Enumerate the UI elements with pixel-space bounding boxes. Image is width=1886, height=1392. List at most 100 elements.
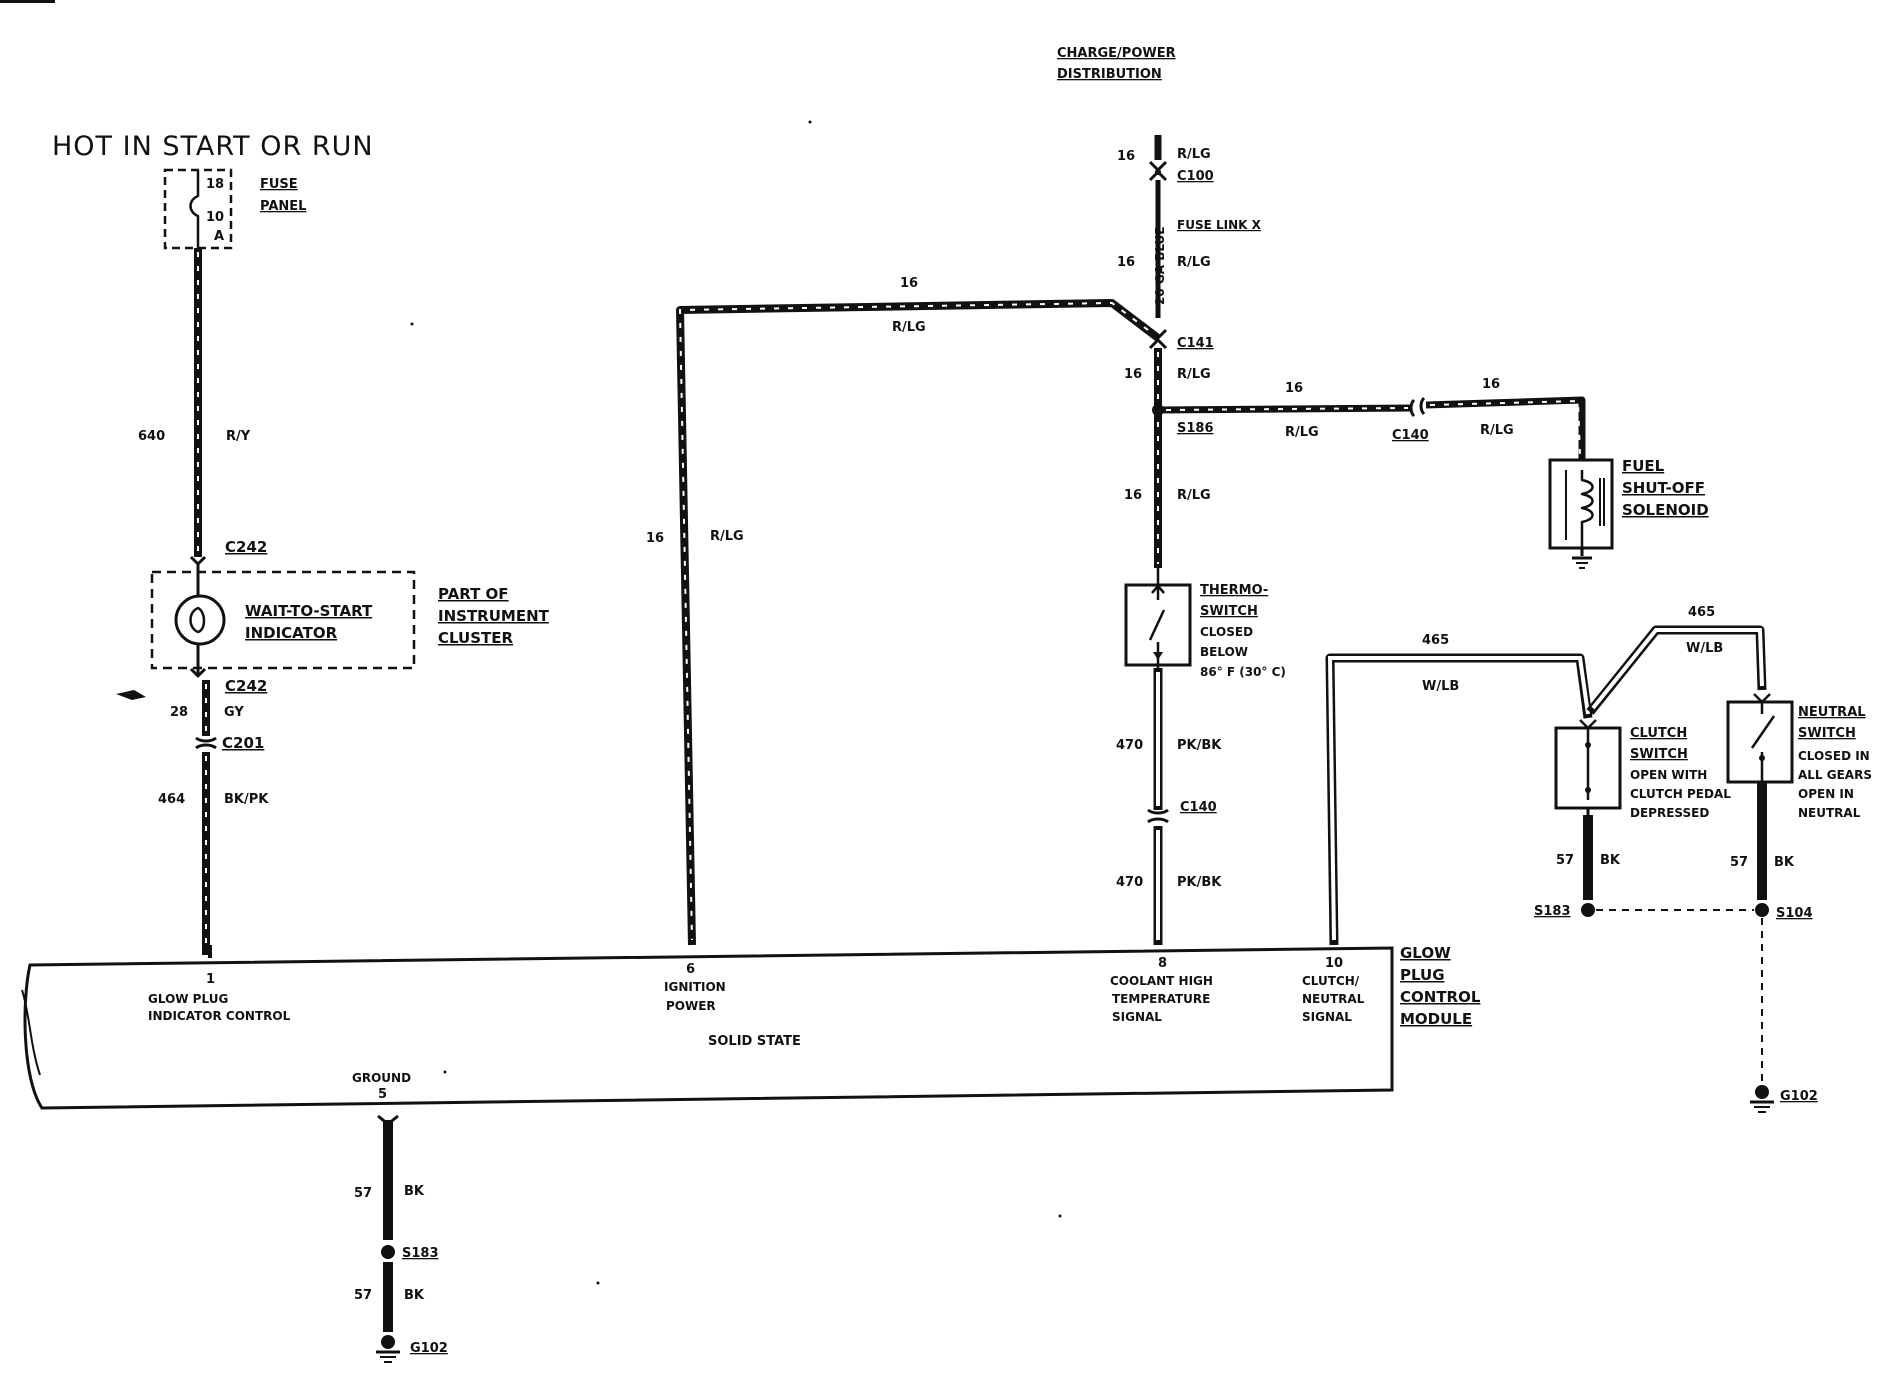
thermo-w1-color: PK/BK <box>1177 738 1222 753</box>
fuse-unit: A <box>214 229 224 244</box>
wire-465-w-lb <box>1325 625 1767 946</box>
link-gauge-label: 20 GA BLUE <box>1153 227 1167 306</box>
sol-a-color: R/LG <box>1285 425 1319 440</box>
connector-c100-dot <box>1155 169 1161 175</box>
thermo-w2-num: 470 <box>1116 875 1143 890</box>
cluster-label-1: PART OF <box>438 585 509 603</box>
module-name-1: GLOW <box>1400 944 1451 962</box>
ign-wire-num: 16 <box>646 531 664 546</box>
pin10-label-2: NEUTRAL <box>1302 992 1365 1006</box>
instrument-cluster-box <box>150 564 416 676</box>
cluster-label-2: INSTRUMENT <box>438 607 550 625</box>
connector-c242-bottom-icon <box>189 667 207 678</box>
s104-label: S104 <box>1776 906 1813 921</box>
clutch-desc-1: OPEN WITH <box>1630 768 1707 782</box>
feed-w2-num: 16 <box>1117 255 1135 270</box>
cn-b-color: W/LB <box>1686 641 1723 656</box>
clutch-label-1: CLUTCH <box>1630 726 1687 741</box>
wire-ignition-power <box>676 299 1161 946</box>
thermo-w1-num: 470 <box>1116 738 1143 753</box>
module-name-4: MODULE <box>1400 1010 1472 1028</box>
speck <box>410 322 414 326</box>
feed-w1-color: R/LG <box>1177 147 1211 162</box>
c141-label: C141 <box>1177 336 1214 351</box>
clutch-label-2: SWITCH <box>1630 747 1688 762</box>
clutch-desc-3: DEPRESSED <box>1630 806 1709 820</box>
neutral-label-2: SWITCH <box>1798 726 1856 741</box>
gnd-w2-color: BK <box>404 1288 425 1303</box>
ground-g102-bottom-icon <box>376 1335 400 1363</box>
corner-mark <box>0 0 55 3</box>
wire-464-color: BK/PK <box>224 792 269 807</box>
solenoid-label-3: SOLENOID <box>1622 501 1709 519</box>
cn-a-num: 465 <box>1422 633 1449 648</box>
feed-w3-color: R/LG <box>1177 367 1211 382</box>
g102-right-label: G102 <box>1780 1089 1818 1104</box>
pin8-label-3: SIGNAL <box>1112 1010 1162 1024</box>
fuse-panel-label-2: PANEL <box>260 199 306 214</box>
speck <box>1058 1214 1062 1218</box>
thermo-desc-2: BELOW <box>1200 645 1248 659</box>
wire-28-num: 28 <box>170 705 188 720</box>
speck <box>596 1281 600 1285</box>
neutral-switch-icon <box>1726 693 1794 784</box>
ign-wire-color: R/LG <box>710 529 744 544</box>
indicator-lamp-icon <box>174 594 226 646</box>
neutral-57-num: 57 <box>1730 855 1748 870</box>
thermo-desc-1: CLOSED <box>1200 625 1253 639</box>
cn-b-num: 465 <box>1688 605 1715 620</box>
solid-state-label: SOLID STATE <box>708 1034 801 1049</box>
feed-w4-color: R/LG <box>1177 488 1211 503</box>
clutch-switch-icon <box>1554 719 1622 815</box>
pin6-label-2: POWER <box>666 999 716 1013</box>
top-wire-num: 16 <box>900 276 918 291</box>
sol-b-num: 16 <box>1482 377 1500 392</box>
indicator-label-2: INDICATOR <box>245 624 338 642</box>
ground-g102-right-icon <box>1750 1085 1774 1113</box>
neutral-desc-3: OPEN IN <box>1798 787 1854 801</box>
charge-power-label-1: CHARGE/POWER <box>1057 46 1176 61</box>
feed-w2-color: R/LG <box>1177 255 1211 270</box>
neutral-desc-2: ALL GEARS <box>1798 768 1872 782</box>
top-wire-color: R/LG <box>892 320 926 335</box>
thermo-desc-3: 86° F (30° C) <box>1200 665 1286 679</box>
clutch-57-num: 57 <box>1556 853 1574 868</box>
wire-640-color: R/Y <box>226 429 251 444</box>
pin1-label-2: INDICATOR CONTROL <box>148 1009 291 1023</box>
clutch-57-color: BK <box>1600 853 1621 868</box>
neutral-desc-4: NEUTRAL <box>1798 806 1861 820</box>
gnd-w2-num: 57 <box>354 1288 372 1303</box>
splice-s183-right-icon <box>1581 903 1595 917</box>
module-name-2: PLUG <box>1400 966 1445 984</box>
s186-label: S186 <box>1177 421 1214 436</box>
splice-s183-ground-icon <box>381 1245 395 1259</box>
module-name-3: CONTROL <box>1400 988 1481 1006</box>
pin1-num: 1 <box>206 972 215 987</box>
neutral-desc-1: CLOSED IN <box>1798 749 1870 763</box>
thermo-switch-icon <box>1124 568 1192 668</box>
charge-power-label-2: DISTRIBUTION <box>1057 67 1162 82</box>
sol-b-color: R/LG <box>1480 423 1514 438</box>
cluster-label-3: CLUSTER <box>438 629 513 647</box>
pin10-num: 10 <box>1325 956 1343 971</box>
connector-c140-thermo-icon <box>1147 808 1169 824</box>
feed-w4-num: 16 <box>1124 488 1142 503</box>
wire-640-num: 640 <box>138 429 165 444</box>
sol-a-num: 16 <box>1285 381 1303 396</box>
feed-w1-num: 16 <box>1117 149 1135 164</box>
gnd-w1-num: 57 <box>354 1186 372 1201</box>
pin8-label-1: COOLANT HIGH <box>1110 974 1213 988</box>
pin6-label-1: IGNITION <box>664 980 726 994</box>
fuse-panel-label-1: FUSE <box>260 177 298 192</box>
pin1-label-1: GLOW PLUG <box>148 992 228 1006</box>
splice-s104-icon <box>1755 903 1769 917</box>
fuse-link-label: FUSE LINK X <box>1177 218 1262 232</box>
c140-solenoid-label: C140 <box>1392 428 1429 443</box>
indicator-label-1: WAIT-TO-START <box>245 602 373 620</box>
pin6-num: 6 <box>686 962 695 977</box>
smudge-mark <box>116 690 146 700</box>
wire-28-color: GY <box>224 705 244 720</box>
thermo-label-1: THERMO- <box>1200 583 1268 598</box>
speck <box>808 120 812 124</box>
